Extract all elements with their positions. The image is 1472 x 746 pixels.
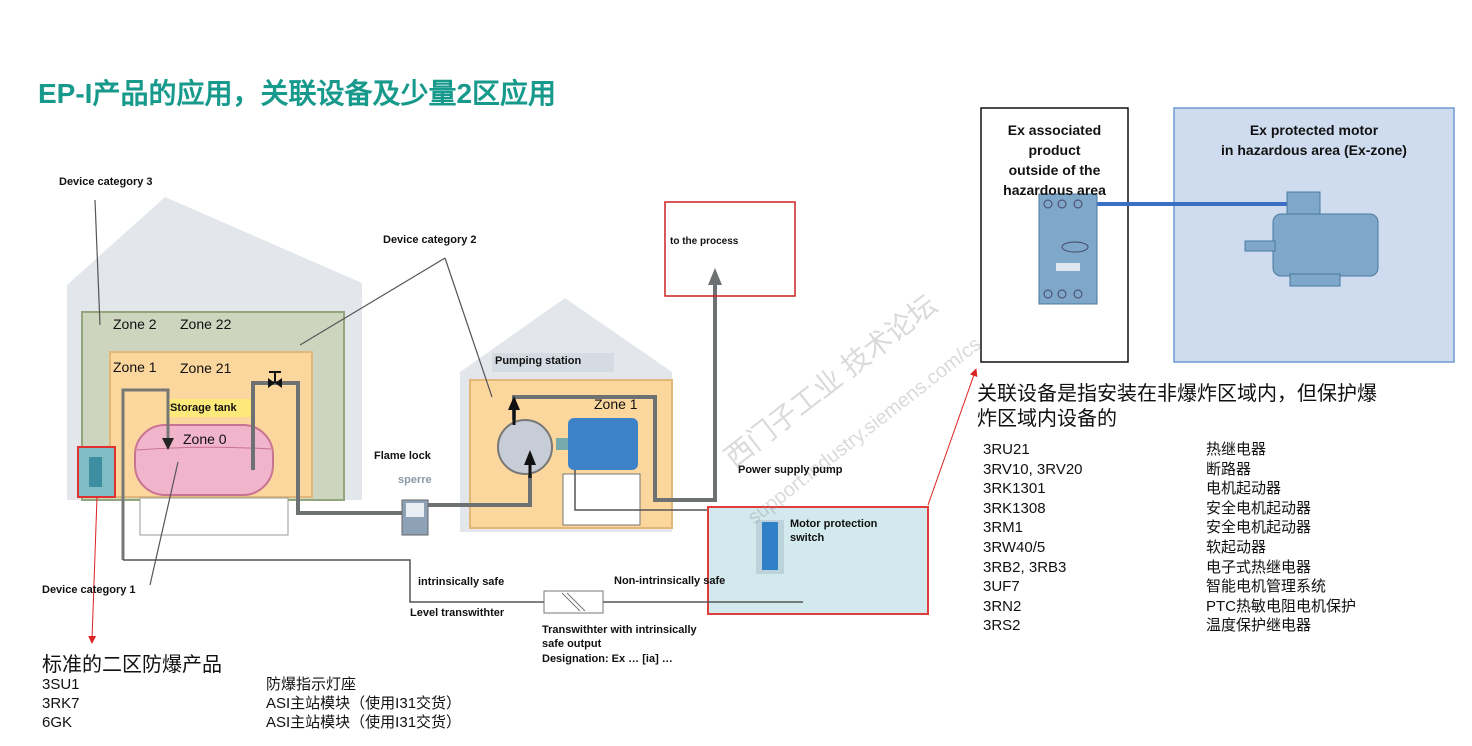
product-desc: 电机起动器: [1206, 480, 1282, 498]
zone-1-label: Zone 1: [113, 359, 157, 375]
level-transmitter-label: Level transwithter: [410, 607, 505, 619]
motor-base: [562, 473, 641, 526]
transmitter-label-2: safe output: [542, 638, 602, 650]
product-code: 3RM1: [983, 519, 1024, 537]
heading-line: 关联设备是指安装在非爆炸区域内，但保护爆: [977, 383, 1377, 405]
pump-zone-1-label: Zone 1: [594, 396, 638, 412]
flame-lock-label: Flame lock: [374, 450, 431, 462]
motor-protection-switch-icon: [762, 522, 778, 570]
device-category-2-label: Device category 2: [383, 234, 477, 246]
title-line: Ex associated product: [1007, 122, 1102, 158]
product-desc: 安全电机起动器: [1206, 499, 1312, 517]
zone-0-label: Zone 0: [183, 431, 227, 447]
motor-protection-switch-label: Motor protection switch: [790, 518, 878, 544]
title-line: in hazardous area (Ex-zone): [1221, 142, 1407, 158]
zone2-product-codes: 3SU1 3RK7 6GK: [42, 675, 80, 732]
product-code: 3RK1301: [983, 480, 1046, 498]
product-desc: 温度保护继电器: [1206, 617, 1312, 635]
storage-tank-label: Storage tank: [170, 402, 237, 414]
to-process-box: [664, 201, 796, 297]
zone2-products-heading: 标准的二区防爆产品: [42, 654, 222, 676]
product-desc: 智能电机管理系统: [1206, 578, 1327, 596]
sperre-label: sperre: [398, 474, 432, 486]
motor-protection-box: [707, 506, 929, 615]
title-line: Ex protected motor: [1249, 122, 1379, 138]
product-code: 3RK1308: [983, 499, 1046, 517]
zone-2-label: Zone 2: [113, 316, 157, 332]
designation-label: Designation: Ex … [ia] …: [542, 653, 673, 665]
product-code: 6GK: [42, 714, 73, 731]
product-code: 3RU21: [983, 441, 1030, 458]
pump-icon: [497, 419, 553, 475]
product-code: 3RW40/5: [983, 538, 1046, 556]
associated-product-descriptions: 热继电器 断路器 电机起动器 安全电机起动器 安全电机起动器 软起动器 电子式热…: [1206, 440, 1356, 636]
zone-22-label: Zone 22: [180, 316, 232, 332]
product-desc: ASI主站模块（使用I31交货）: [266, 695, 462, 712]
protected-motor-title: Ex protected motor in hazardous area (Ex…: [1174, 120, 1454, 160]
associated-product-title: Ex associated product outside of the haz…: [981, 120, 1128, 200]
intrinsically-safe-label: intrinsically safe: [418, 576, 505, 588]
associated-equipment-heading: 关联设备是指安装在非爆炸区域内，但保护爆 炸区域内设备的: [977, 382, 1377, 432]
title-line: outside of the: [1008, 162, 1101, 178]
product-code: 3RK7: [42, 695, 80, 712]
product-code: 3RV10, 3RV20: [983, 460, 1083, 478]
tank-base: [139, 497, 289, 536]
product-desc: 安全电机起动器: [1206, 519, 1312, 537]
motor-icon: [568, 418, 638, 470]
associated-product-codes: 3RU21 3RV10, 3RV20 3RK1301 3RK1308 3RM1 …: [983, 440, 1083, 636]
product-code: 3RB2, 3RB3: [983, 558, 1067, 576]
title-line: hazardous area: [1003, 182, 1106, 198]
product-desc: 热继电器: [1206, 441, 1267, 458]
power-supply-pump-label: Power supply pump: [738, 464, 843, 476]
zone-21-label: Zone 21: [180, 360, 232, 376]
to-process-label: to the process: [670, 236, 739, 247]
transmitter-box: [543, 590, 604, 614]
device-category-3-label: Device category 3: [59, 176, 153, 188]
zone2-product-descriptions: 防爆指示灯座 ASI主站模块（使用I31交货） ASI主站模块（使用I31交货）: [266, 675, 461, 732]
motor-drawing-icon: [1244, 191, 1379, 287]
product-desc: PTC热敏电阻电机保护: [1206, 597, 1357, 615]
product-desc: 防爆指示灯座: [266, 676, 357, 693]
transmitter-label-1: Transwithter with intrinsically: [542, 624, 697, 636]
slide-title: EP-I产品的应用，关联设备及少量2区应用: [38, 78, 557, 109]
product-desc: 软起动器: [1206, 538, 1267, 556]
product-code: 3UF7: [983, 578, 1020, 596]
device-category-1-label: Device category 1: [42, 584, 136, 596]
product-desc: 断路器: [1206, 460, 1252, 478]
product-desc: 电子式热继电器: [1206, 558, 1312, 576]
non-intrinsically-safe-label: Non-intrinsically safe: [614, 575, 726, 587]
product-desc: ASI主站模块（使用I31交货）: [266, 714, 462, 731]
product-code: 3RS2: [983, 617, 1021, 635]
product-code: 3SU1: [42, 676, 80, 693]
circuit-breaker-icon: [1038, 193, 1098, 305]
storage-tank-label-bg: [168, 399, 252, 417]
pumping-station-label: Pumping station: [495, 355, 582, 367]
heading-line: 炸区域内设备的: [977, 408, 1117, 430]
product-code: 3RN2: [983, 597, 1022, 615]
